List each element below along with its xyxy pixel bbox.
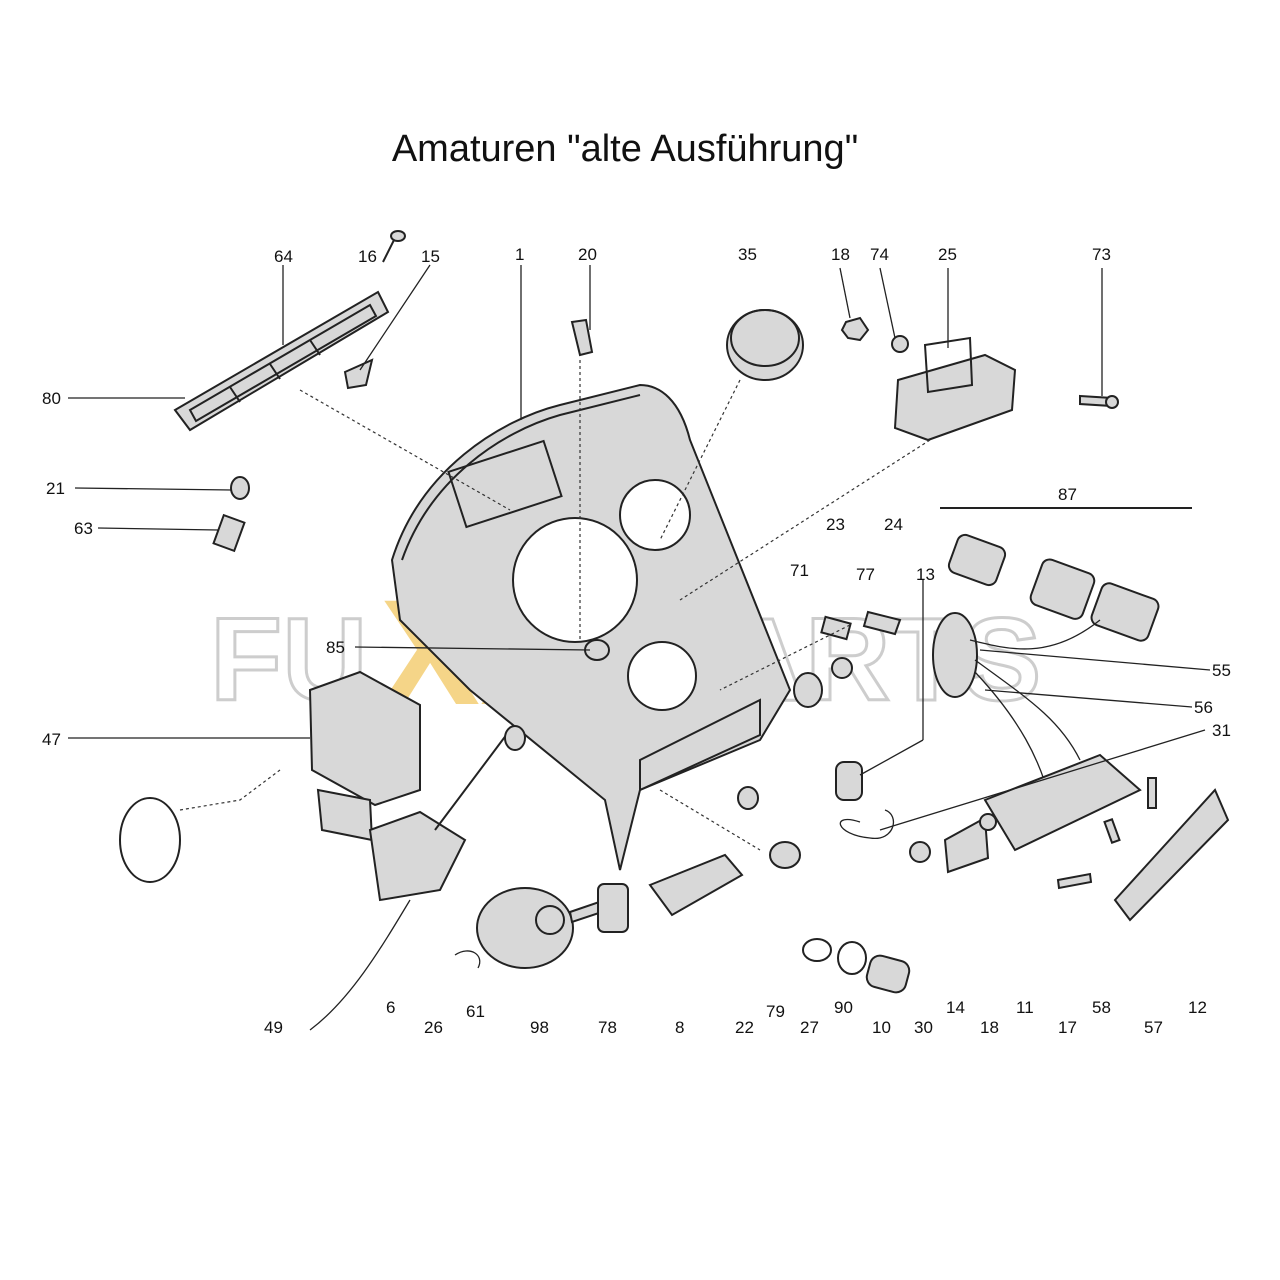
label-part-23: 23 (826, 515, 845, 534)
lamp-22 (737, 786, 759, 810)
switch-8 (648, 853, 744, 917)
label-part-63: 63 (74, 519, 93, 538)
clip-20 (570, 318, 594, 357)
cable-26 (309, 899, 411, 1031)
label-part-6: 6 (386, 998, 395, 1017)
indicator-strip (173, 290, 390, 432)
label-part-1: 1 (515, 245, 524, 264)
diagram-title: Amaturen "alte Ausführung" (391, 128, 859, 170)
label-part-79: 79 (766, 1002, 785, 1021)
label-part-24: 24 (884, 515, 903, 534)
key-78 (568, 883, 629, 933)
screw-16 (382, 230, 406, 263)
label-part-25: 25 (938, 245, 957, 264)
guide-lines (299, 360, 931, 851)
label-part-58: 58 (1092, 998, 1111, 1017)
fuse-box-11 (983, 753, 1142, 852)
label-part-27: 27 (800, 1018, 819, 1037)
sender-13 (835, 761, 863, 801)
label-part-73: 73 (1092, 245, 1111, 264)
label-part-8: 8 (675, 1018, 684, 1037)
label-part-15: 15 (421, 247, 440, 266)
screw-17 (1056, 872, 1093, 890)
ignition-lock-98 (476, 887, 574, 969)
label-part-74: 74 (870, 245, 889, 264)
clip-61 (454, 950, 481, 969)
label-part-64: 64 (274, 247, 293, 266)
label-part-49: 49 (264, 1018, 283, 1037)
label-part-11: 11 (1016, 998, 1034, 1017)
socket-10 (865, 954, 911, 994)
socket-63 (212, 513, 246, 553)
bolt-73 (1079, 394, 1119, 409)
part-labels: 64 16 15 1 20 35 18 74 25 73 80 21 63 87… (42, 245, 1231, 1037)
horn-49-base (119, 769, 281, 883)
gauge-cap-35 (726, 309, 804, 381)
gauge-hole-large (512, 517, 638, 643)
label-part-20: 20 (578, 245, 597, 264)
bulb-21 (230, 476, 250, 500)
label-part-57: 57 (1144, 1018, 1163, 1037)
knob-79 (769, 841, 801, 869)
label-part-98: 98 (530, 1018, 549, 1037)
label-part-47: 47 (42, 730, 61, 749)
label-part-61: 61 (466, 1002, 485, 1021)
bracket-14 (943, 816, 990, 874)
gauge-hole-small-bottom (627, 641, 697, 711)
leader-lines (68, 264, 1211, 831)
nut-18-top (840, 316, 870, 342)
label-part-87: 87 (1058, 485, 1077, 504)
connector-24 (862, 610, 902, 636)
label-part-56: 56 (1194, 698, 1213, 717)
label-part-17: 17 (1058, 1018, 1077, 1037)
relay-25 (893, 336, 1017, 442)
label-part-31: 31 (1212, 721, 1231, 740)
dashboard-panel (390, 383, 792, 871)
label-part-12: 12 (1188, 998, 1207, 1017)
connector-23 (820, 615, 852, 641)
label-part-10: 10 (872, 1018, 891, 1037)
label-part-18-bottom: 18 (980, 1018, 999, 1037)
label-part-80: 80 (42, 389, 61, 408)
bulb-holder-77 (831, 657, 853, 679)
label-part-77: 77 (856, 565, 875, 584)
label-part-16: 16 (358, 247, 377, 266)
clip-15 (343, 358, 374, 390)
label-part-21: 21 (46, 479, 65, 498)
label-part-71: 71 (790, 561, 809, 580)
label-part-90: 90 (834, 998, 853, 1017)
label-part-22: 22 (735, 1018, 754, 1037)
label-part-55: 55 (1212, 661, 1231, 680)
washer-74 (891, 335, 909, 353)
label-part-35: 35 (738, 245, 757, 264)
switch-assembly-87 (932, 507, 1192, 801)
clip-27 (802, 938, 832, 962)
ring-90 (837, 941, 867, 975)
label-part-14: 14 (946, 998, 965, 1017)
switch-lever-6 (368, 725, 526, 902)
label-part-30: 30 (914, 1018, 933, 1037)
nut-18-bottom (979, 813, 997, 831)
wire-31 (839, 809, 894, 839)
gauge-hole-small-top (619, 479, 691, 551)
label-part-78: 78 (598, 1018, 617, 1037)
label-part-18-top: 18 (831, 245, 850, 264)
lamp-71 (793, 672, 823, 708)
label-part-85: 85 (326, 638, 345, 657)
grommet-30 (909, 841, 931, 863)
fuse-cover-12 (1113, 788, 1230, 922)
fuse-58 (1103, 818, 1121, 844)
fuse-57 (1147, 777, 1157, 809)
label-part-26: 26 (424, 1018, 443, 1037)
label-part-13: 13 (916, 565, 935, 584)
